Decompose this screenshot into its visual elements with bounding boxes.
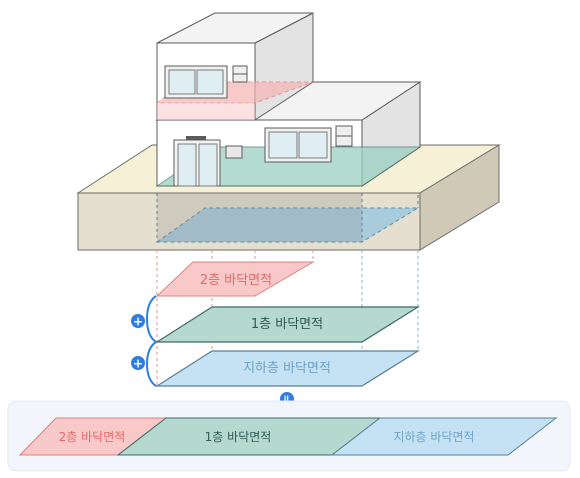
basement-floor-plane bbox=[155, 193, 420, 243]
building-first-floor bbox=[155, 81, 422, 187]
total-area-panel: 2층 바닥면적 1층 바닥면적 지하층 바닥면적 bbox=[7, 400, 571, 472]
total-basement-label: 지하층 바닥면적 bbox=[393, 430, 474, 444]
svg-text:+: + bbox=[133, 315, 143, 329]
plus-icon-bottom: + bbox=[131, 356, 145, 371]
floor1-area-label: 1층 바닥면적 bbox=[251, 317, 323, 332]
svg-text:+: + bbox=[133, 357, 143, 371]
building-second-floor bbox=[155, 12, 314, 121]
sum-brackets bbox=[145, 295, 157, 387]
floor2-area-plane: 2층 바닥면적 bbox=[155, 261, 315, 297]
total-floor1-label: 1층 바닥면적 bbox=[205, 430, 272, 444]
floor2-area-label: 2층 바닥면적 bbox=[200, 273, 272, 288]
floor1-area-plane: 1층 바닥면적 bbox=[154, 306, 421, 343]
plus-icon-top: + bbox=[131, 314, 145, 329]
total-floor2-label: 2층 바닥면적 bbox=[59, 430, 126, 444]
svg-text:=: = bbox=[280, 394, 293, 403]
basement-area-label: 지하층 바닥면적 bbox=[243, 361, 331, 376]
basement-area-plane: 지하층 바닥면적 bbox=[154, 350, 421, 387]
